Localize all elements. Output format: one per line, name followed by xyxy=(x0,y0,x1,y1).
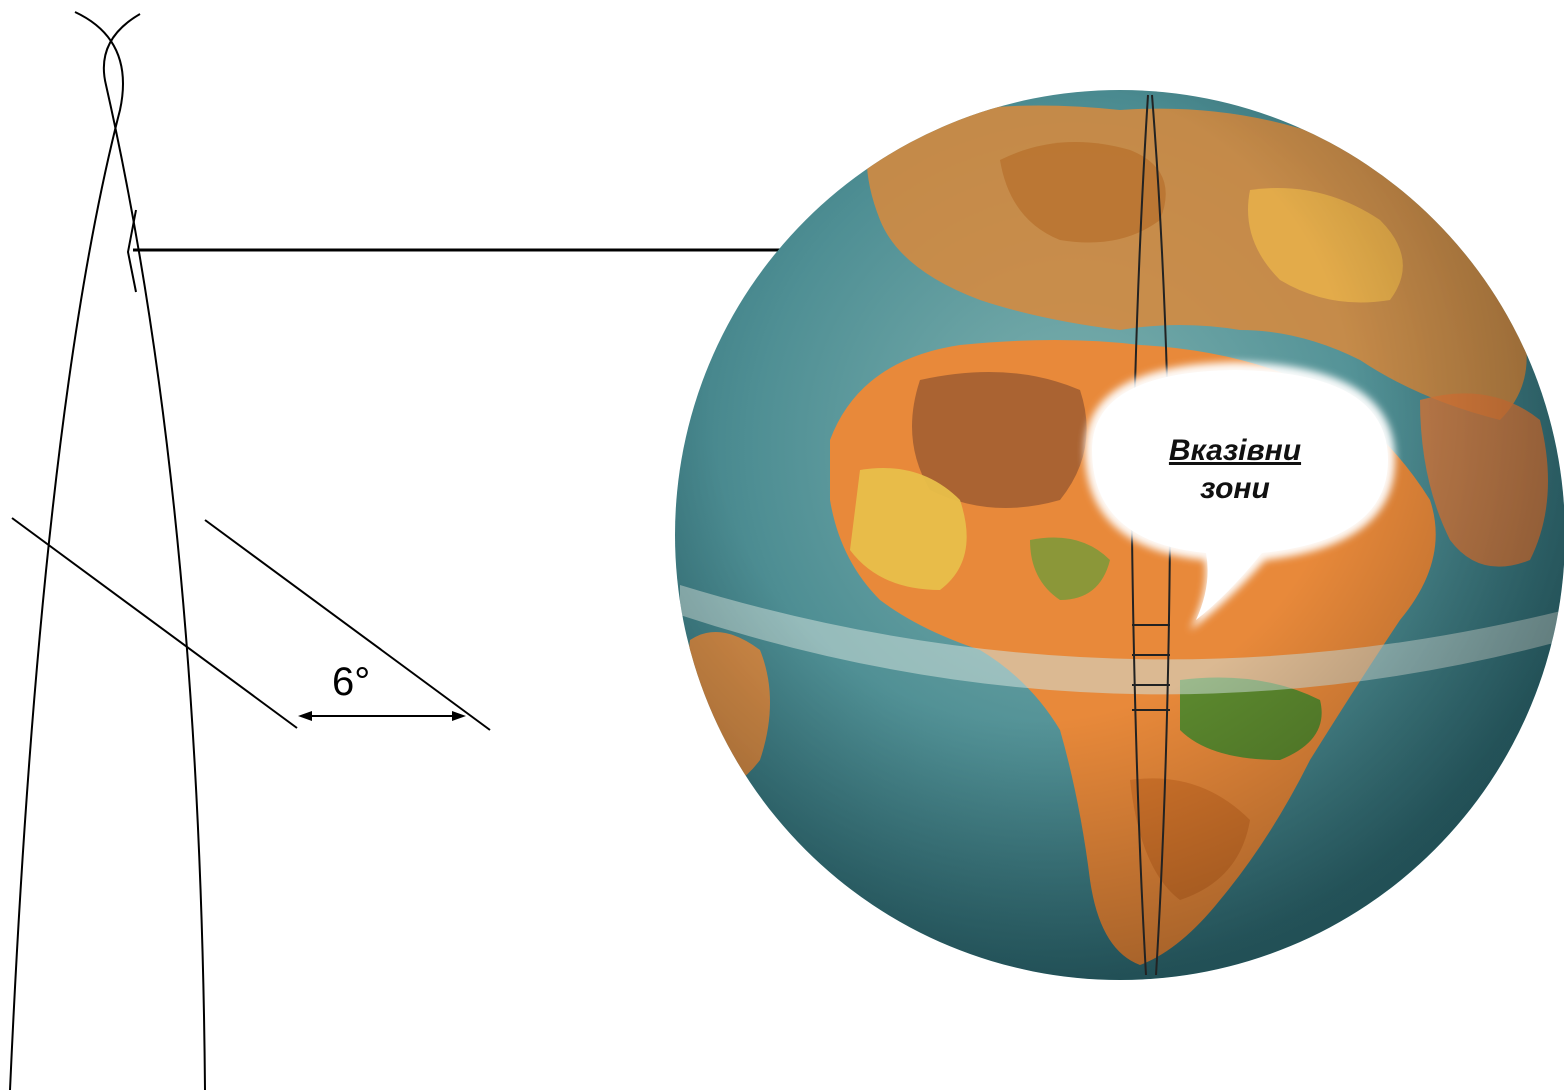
meridian-line-left xyxy=(11,517,298,729)
angle-label: 6° xyxy=(332,660,371,704)
zone-boundary-left xyxy=(9,11,124,1090)
zone-boundary-right xyxy=(102,13,206,1090)
zone-spindle xyxy=(9,11,491,1090)
meridian-line-right xyxy=(204,519,491,731)
callout-text-line1: Вказівни xyxy=(1168,434,1302,467)
callout-text: Вказівни зони xyxy=(1140,432,1330,508)
callout-text-line2: зони xyxy=(1200,472,1270,505)
globe-image xyxy=(675,90,1564,980)
callout-bubble xyxy=(1085,362,1395,630)
arrowhead-left-icon xyxy=(298,711,312,721)
arrowhead-right-icon xyxy=(452,711,466,721)
pointer-arrowhead-icon xyxy=(126,209,137,293)
